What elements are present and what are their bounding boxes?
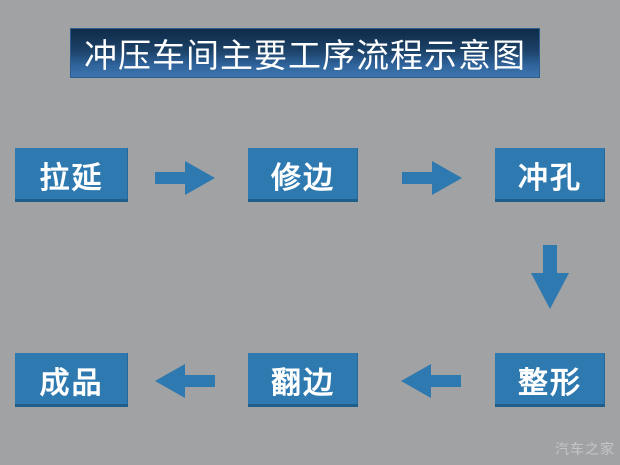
flow-step-finished-product: 成品 (15, 353, 128, 407)
arrow-right-icon (402, 161, 462, 195)
flow-step-piercing: 冲孔 (495, 148, 605, 202)
arrow-down-icon (531, 245, 569, 309)
diagram-title: 冲压车间主要工序流程示意图 (70, 28, 540, 78)
flow-step-drawing: 拉延 (15, 148, 128, 202)
watermark-autohome: 汽车之家 (555, 441, 615, 457)
arrow-left-icon (155, 364, 215, 398)
flow-step-trimming: 修边 (248, 148, 358, 202)
arrow-right-icon (155, 161, 215, 195)
flow-step-flanging: 翻边 (248, 353, 358, 407)
diagram-title-text: 冲压车间主要工序流程示意图 (84, 37, 526, 74)
flow-step-restriking: 整形 (495, 353, 605, 407)
arrow-left-icon (401, 364, 461, 398)
